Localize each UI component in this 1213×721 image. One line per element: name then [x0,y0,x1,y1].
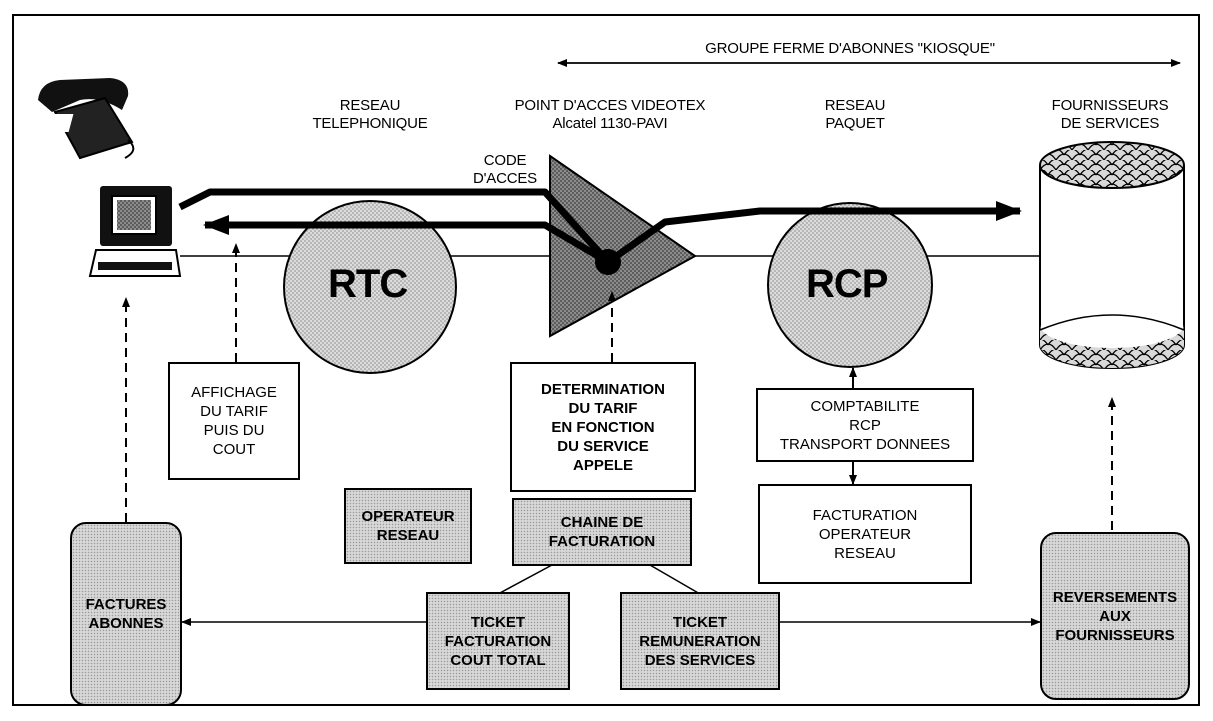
comptabilite-box: COMPTABILITE RCP TRANSPORT DONNEES [756,388,974,462]
affichage-box: AFFICHAGE DU TARIF PUIS DU COUT [168,362,300,480]
telephone-icon [38,78,133,158]
access-code-label: CODE D'ACCES [455,152,555,188]
chaine-to-ticket-remu [650,565,700,594]
server-cylinder-icon [1040,142,1184,368]
determination-box: DETERMINATION DU TARIF EN FONCTION DU SE… [510,362,696,492]
operateur-box: OPERATEUR RESEAU [344,488,472,564]
facturation-operateur-box: FACTURATION OPERATEUR RESEAU [758,484,972,584]
rtc-label: RTC [328,262,407,307]
factures-abonnes-box: FACTURES ABONNES [70,522,182,706]
pavi-column-title: POINT D'ACCES VIDEOTEX Alcatel 1130-PAVI [480,97,740,133]
chaine-box: CHAINE DE FACTURATION [512,498,692,566]
rcp-column-title: RESEAU PAQUET [790,97,920,133]
ticket-cout-box: TICKET FACTURATION COUT TOTAL [426,592,570,690]
reversements-box: REVERSEMENTS AUX FOURNISSEURS [1040,532,1190,700]
rcp-label: RCP [806,262,887,307]
chaine-to-ticket-cout [498,565,552,594]
group-label: GROUPE FERME D'ABONNES "KIOSQUE" [640,40,1060,58]
ticket-remuneration-box: TICKET REMUNERATION DES SERVICES [620,592,780,690]
minitel-terminal-icon [90,186,180,276]
pavi-triangle [550,156,695,336]
providers-column-title: FOURNISSEURS DE SERVICES [1020,97,1200,133]
rtc-column-title: RESEAU TELEPHONIQUE [280,97,460,133]
